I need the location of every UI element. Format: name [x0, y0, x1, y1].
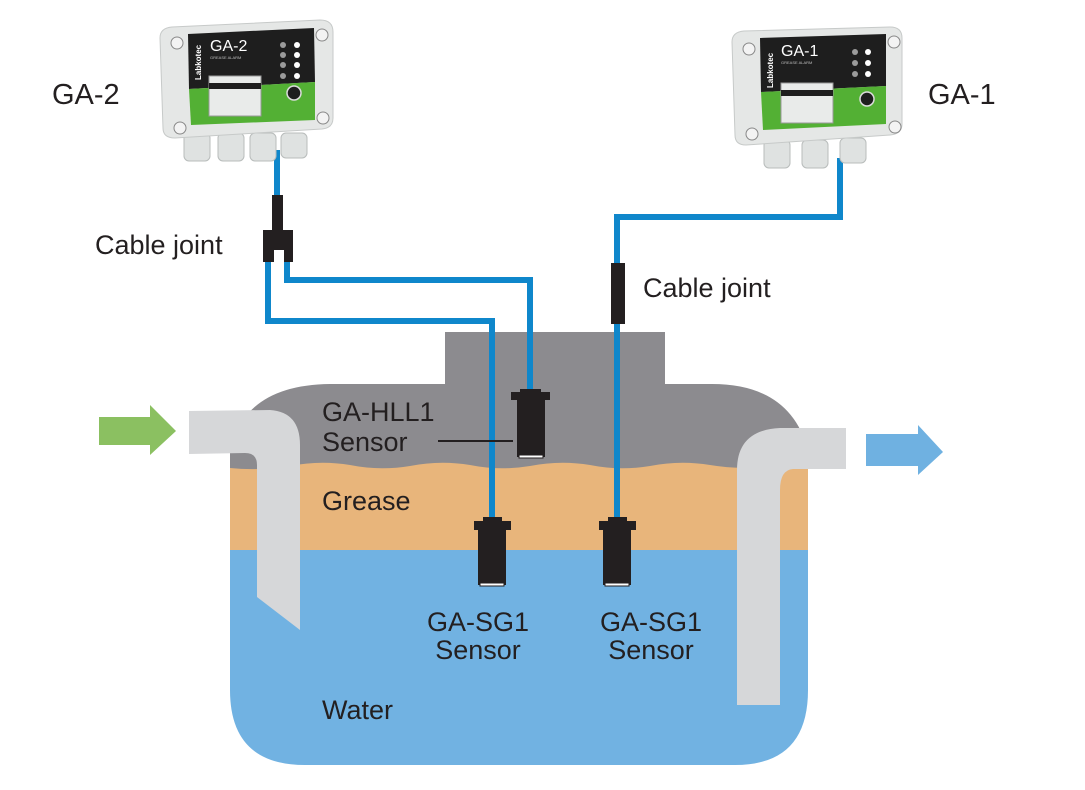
- hll1-sensor: [511, 389, 550, 459]
- cable-joint-right-label: Cable joint: [643, 273, 771, 303]
- cable-ga1-to-sg1: [614, 158, 843, 520]
- outflow-arrow-icon: [866, 425, 943, 475]
- ga2-brand-text: Labkotec: [194, 44, 203, 80]
- ga2-subtitle-text: GREASE ALARM: [210, 55, 241, 60]
- device-ga2: GA-2 GREASE ALARM Labkotec: [159, 19, 334, 162]
- sg1-sensor-right: [599, 517, 636, 587]
- grease-label: Grease: [322, 486, 411, 516]
- cable-ga2-to-sg1: [265, 262, 495, 520]
- cable-joint-right: [611, 263, 625, 324]
- hll1-label-line1: GA-HLL1: [322, 397, 435, 427]
- sg1-right-label-line1: GA-SG1: [600, 607, 702, 637]
- ga2-label: GA-2: [52, 79, 120, 111]
- inlet-pipe: [189, 410, 300, 630]
- outlet-pipe: [737, 428, 846, 705]
- ga2-model-text: GA-2: [210, 38, 247, 55]
- ga1-brand-text: Labkotec: [766, 52, 775, 88]
- inflow-arrow-icon: [99, 405, 176, 455]
- ga1-reset-button-icon: [859, 91, 875, 107]
- cable-joint-left-label: Cable joint: [95, 230, 223, 260]
- sg1-left-label-line2: Sensor: [435, 635, 521, 665]
- ga1-subtitle-text: GREASE ALARM: [781, 60, 812, 65]
- cable-ga2-to-hll1: [284, 262, 533, 392]
- sg1-sensor-left: [474, 517, 511, 587]
- sg1-right-label-line2: Sensor: [608, 635, 694, 665]
- cables: [265, 150, 843, 520]
- cable-joint-left: [263, 195, 293, 262]
- ga1-label: GA-1: [928, 79, 996, 111]
- ga1-model-text: GA-1: [781, 43, 818, 60]
- hll1-label-line2: Sensor: [322, 427, 408, 457]
- water-label: Water: [322, 695, 393, 725]
- water-layer: [230, 548, 808, 765]
- separator-tank: [230, 332, 808, 765]
- device-ga1: GA-1 GREASE ALARM Labkotec: [731, 26, 903, 169]
- ga2-reset-button-icon: [286, 85, 302, 101]
- grease-layer: [230, 460, 808, 550]
- sg1-left-label-line1: GA-SG1: [427, 607, 529, 637]
